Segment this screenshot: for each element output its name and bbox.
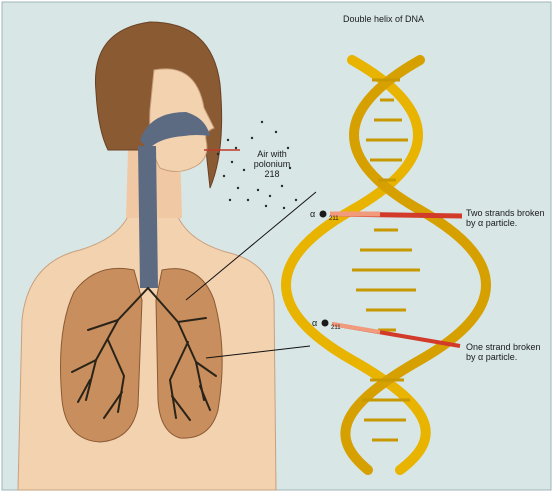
air-label: Air with polonium 218 <box>248 149 296 179</box>
alpha-particle-upper <box>320 211 327 218</box>
air-label-line1: Air with <box>248 149 296 159</box>
alpha-particle-lower <box>322 320 329 327</box>
dna-title: Double helix of DNA <box>343 14 424 24</box>
air-label-line2: polonium <box>248 159 296 169</box>
one-strand-label: One strand broken by α particle. <box>466 342 541 362</box>
two-strands-line1: Two strands broken <box>466 208 545 218</box>
two-strands-line2: by α particle. <box>466 218 545 228</box>
left-lung <box>61 268 143 442</box>
alpha-symbol-lower: α <box>312 318 317 328</box>
alpha-symbol-upper: α <box>310 209 315 219</box>
two-strands-label: Two strands broken by α particle. <box>466 208 545 228</box>
one-strand-line1: One strand broken <box>466 342 541 352</box>
alpha-subscript-upper: 211 <box>329 214 339 224</box>
one-strand-line2: by α particle. <box>466 352 541 362</box>
trachea <box>138 146 158 288</box>
air-label-line3: 218 <box>248 169 296 179</box>
alpha-subscript-lower: 211 <box>331 323 341 333</box>
